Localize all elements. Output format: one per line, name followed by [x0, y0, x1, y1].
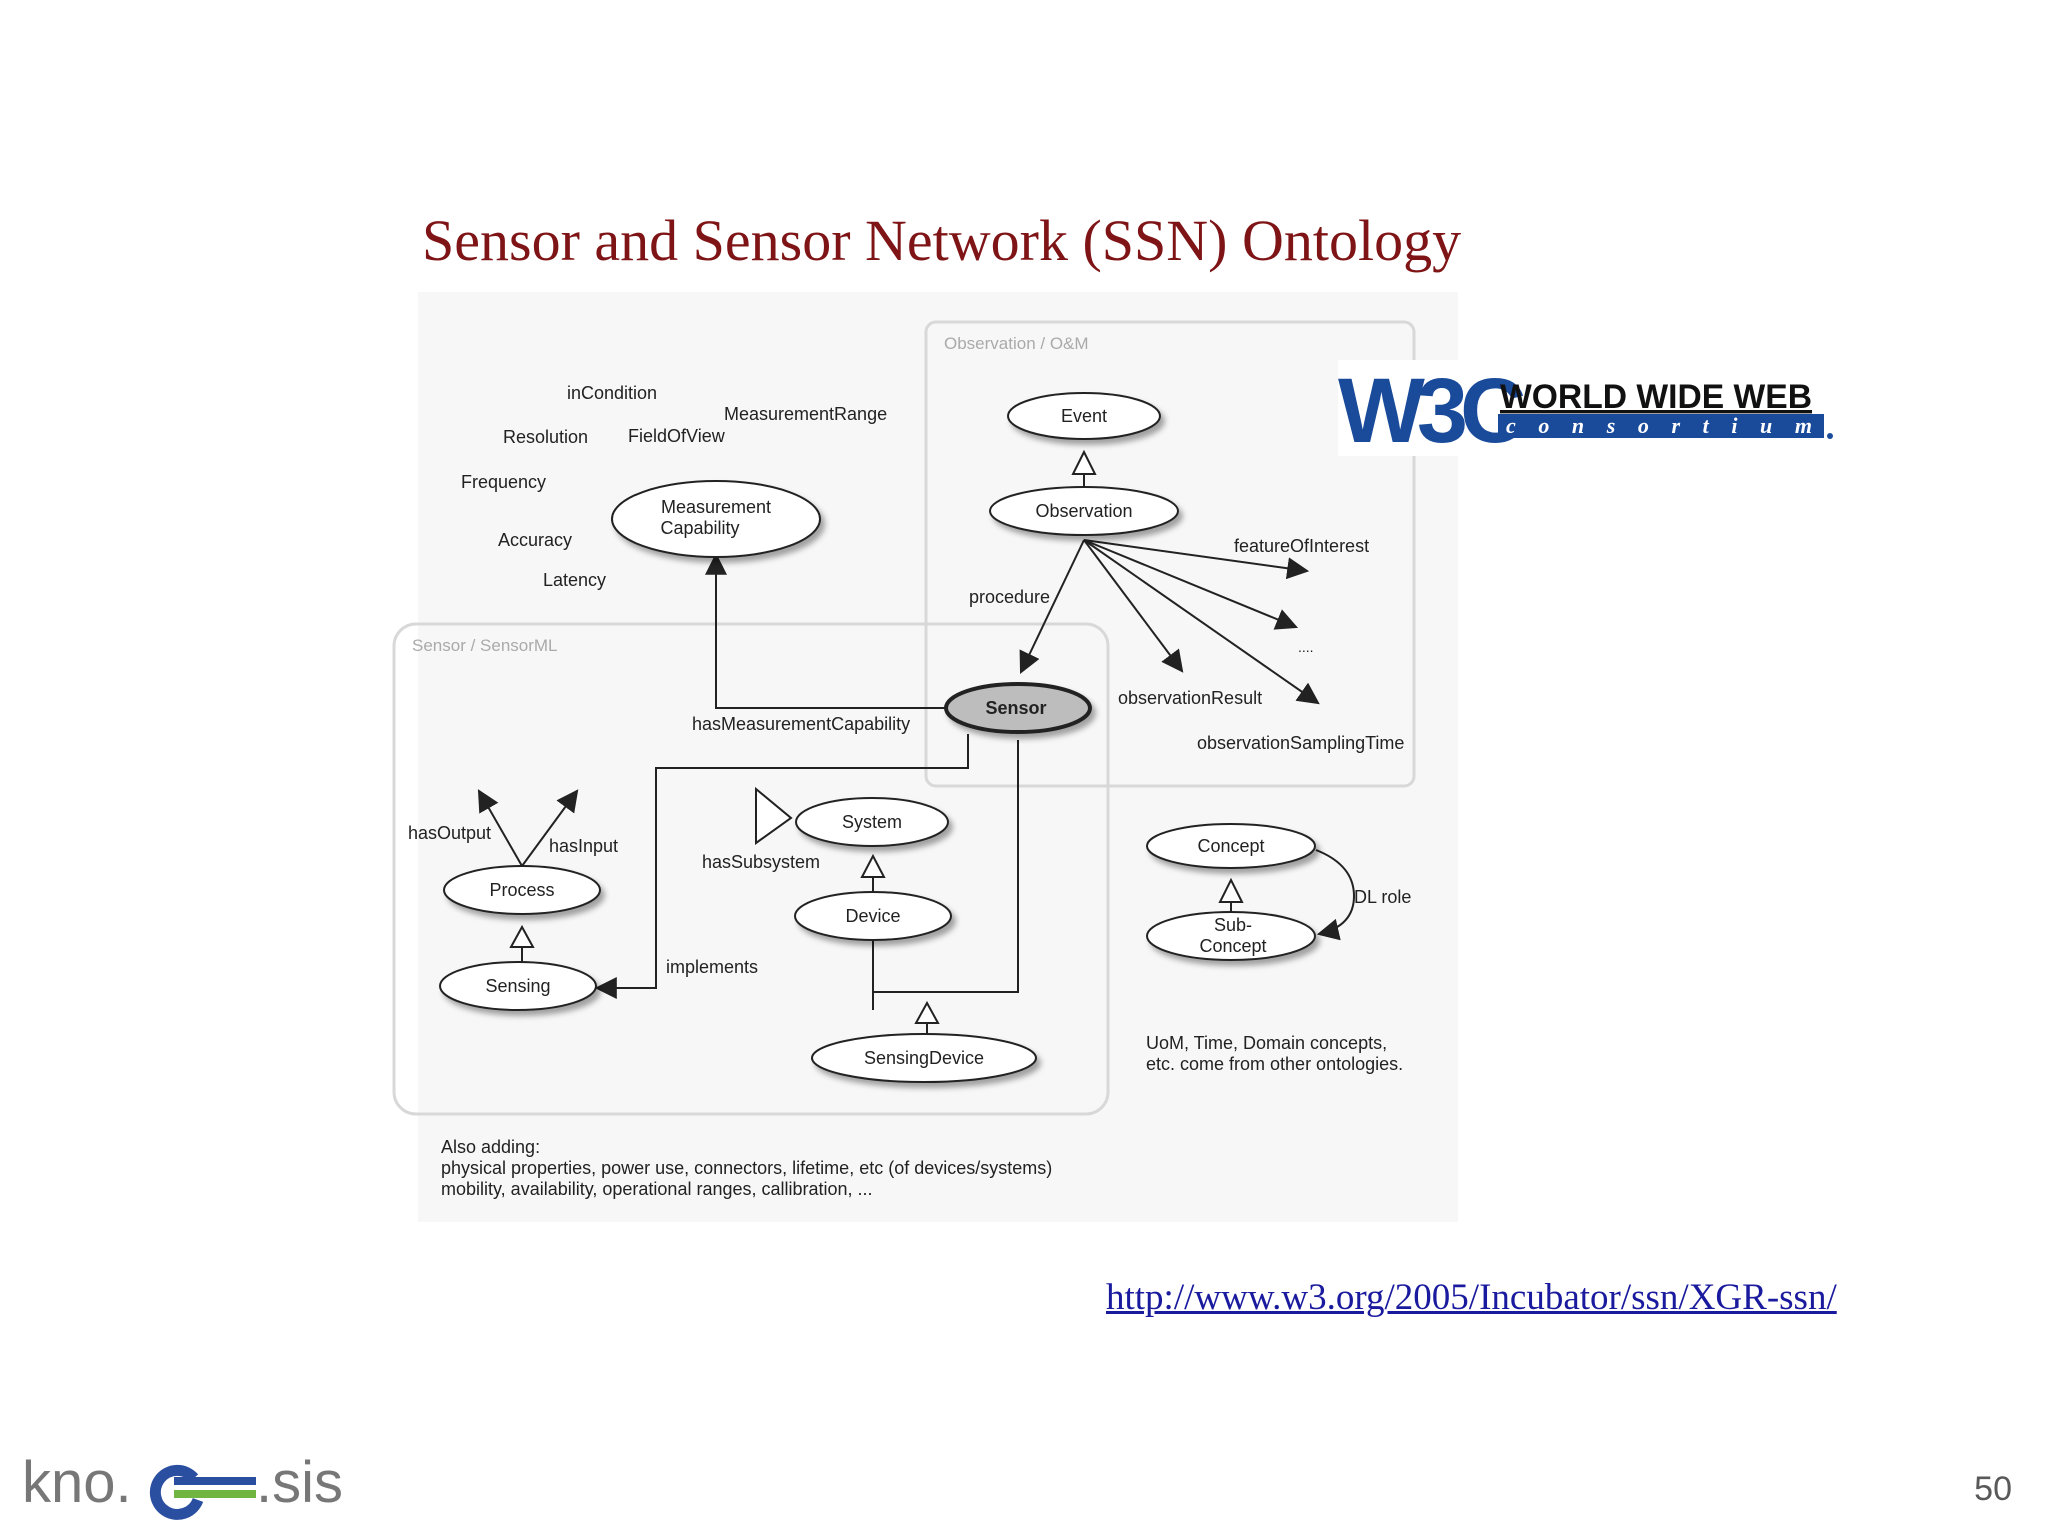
- concept-node: [1146, 823, 1316, 869]
- observation-group-label: Observation / O&M: [944, 334, 1089, 353]
- concept-subclass-triangle: [1218, 877, 1244, 903]
- sensor-group-box: [392, 622, 1110, 1116]
- sensing-device-label: SensingDevice: [864, 1048, 984, 1068]
- process-node: [443, 865, 601, 915]
- ssn-spec-link[interactable]: http://www.w3.org/2005/Incubator/ssn/XGR…: [1106, 1277, 1837, 1318]
- w3c-logo-line2: c o n s o r t i u m: [1506, 413, 1812, 438]
- w3c-logo-background: [1338, 360, 1838, 456]
- dl-role-label: DL role: [1354, 887, 1411, 907]
- field-of-view-label: FieldOfView: [628, 426, 726, 446]
- sensor-node: [944, 682, 1092, 734]
- observation-result-label: observationResult: [1118, 688, 1262, 708]
- other-ontologies-note-line1: UoM, Time, Domain concepts,: [1146, 1033, 1387, 1053]
- system-node: [795, 797, 949, 847]
- sensing-device-from-sensor-edge: [872, 740, 1019, 1010]
- procedure-edge: [1019, 539, 1085, 674]
- implements-edge: [594, 734, 969, 999]
- property-labels: inCondition MeasurementRange Resolution …: [461, 383, 887, 590]
- observation-sampling-time-edge: [1083, 539, 1320, 705]
- process-label: Process: [489, 880, 554, 900]
- knoesis-logo: kno. .sis: [22, 1450, 343, 1520]
- system-label: System: [842, 812, 902, 832]
- has-input-edge: [521, 789, 579, 867]
- dl-role-edge: [1315, 849, 1356, 941]
- has-input-label: hasInput: [549, 836, 618, 856]
- in-condition-label: inCondition: [567, 383, 657, 403]
- has-measurement-capability-edge: [705, 552, 946, 709]
- w3c-logo: W3C WORLD WIDE WEB c o n s o r t i u m: [1338, 360, 1838, 456]
- measurement-capability-label-line2: Capability: [660, 518, 739, 538]
- observation-event-subclass-triangle: [1071, 449, 1097, 475]
- measurement-capability-label-line1: Measurement: [661, 497, 771, 517]
- sensing-device-node: [811, 1033, 1037, 1083]
- page-number: 50: [1974, 1470, 2012, 1508]
- node-labels: Event Observation Measurement Capability…: [485, 406, 1266, 1068]
- device-node: [794, 891, 952, 941]
- knoesis-logo-sis: .sis: [256, 1450, 343, 1515]
- edges: [477, 539, 1356, 1010]
- process-sensing-subclass-triangle: [509, 924, 535, 948]
- subclass-connectors: [509, 449, 1244, 1024]
- w3c-logo-line1: WORLD WIDE WEB: [1500, 378, 1812, 416]
- sub-concept-node: [1146, 911, 1316, 961]
- sensing-node: [439, 961, 597, 1011]
- sub-concept-label-line1: Sub-: [1214, 915, 1252, 935]
- sensor-label: Sensor: [985, 698, 1046, 718]
- system-device-subclass-triangle: [860, 853, 886, 878]
- observation-result-edge: [1083, 539, 1184, 673]
- w3c-registered-mark: [1827, 433, 1833, 439]
- observation-sampling-time-label: observationSamplingTime: [1197, 733, 1404, 753]
- also-adding-note-line3: mobility, availability, operational rang…: [441, 1179, 873, 1199]
- observation-node: [989, 486, 1179, 536]
- observation-group-box: [924, 320, 1416, 788]
- resolution-label: Resolution: [503, 427, 588, 447]
- sub-concept-label-line2: Concept: [1199, 936, 1266, 956]
- ellipsis-edge: [1083, 539, 1299, 630]
- measurement-range-label: MeasurementRange: [724, 404, 887, 424]
- ellipsis-label: ....: [1298, 639, 1314, 655]
- has-measurement-capability-label: hasMeasurementCapability: [692, 714, 910, 734]
- w3c-logo-bar: [1498, 414, 1824, 438]
- concept-label: Concept: [1197, 836, 1264, 856]
- event-label: Event: [1061, 406, 1107, 426]
- knoesis-logo-e-mark: [149, 1464, 256, 1520]
- device-label: Device: [845, 906, 900, 926]
- nodes: [439, 392, 1316, 1083]
- has-subsystem-triangle: [755, 786, 793, 845]
- knoesis-logo-kno: kno.: [22, 1450, 132, 1515]
- procedure-label: procedure: [969, 587, 1050, 607]
- w3c-logo-mark: W3C: [1338, 360, 1524, 456]
- also-adding-note-line2: physical properties, power use, connecto…: [441, 1158, 1052, 1178]
- has-output-label: hasOutput: [408, 823, 491, 843]
- implements-label: implements: [666, 957, 758, 977]
- has-output-edge: [477, 789, 523, 867]
- sensing-label: Sensing: [485, 976, 550, 996]
- feature-of-interest-edge: [1083, 539, 1310, 580]
- measurement-capability-node: [611, 480, 821, 558]
- also-adding-note-line1: Also adding:: [441, 1137, 540, 1157]
- notes: UoM, Time, Domain concepts, etc. come fr…: [441, 1033, 1403, 1199]
- observation-label: Observation: [1035, 501, 1132, 521]
- other-ontologies-note-line2: etc. come from other ontologies.: [1146, 1054, 1403, 1074]
- edge-labels: procedure featureOfInterest .... observa…: [408, 536, 1411, 977]
- sensor-group-label: Sensor / SensorML: [412, 636, 558, 655]
- frequency-label: Frequency: [461, 472, 546, 492]
- latency-label: Latency: [543, 570, 606, 590]
- accuracy-label: Accuracy: [498, 530, 572, 550]
- feature-of-interest-label: featureOfInterest: [1234, 536, 1369, 556]
- slide-title: Sensor and Sensor Network (SSN) Ontology: [422, 208, 1462, 273]
- has-subsystem-label: hasSubsystem: [702, 852, 820, 872]
- event-node: [1007, 392, 1161, 440]
